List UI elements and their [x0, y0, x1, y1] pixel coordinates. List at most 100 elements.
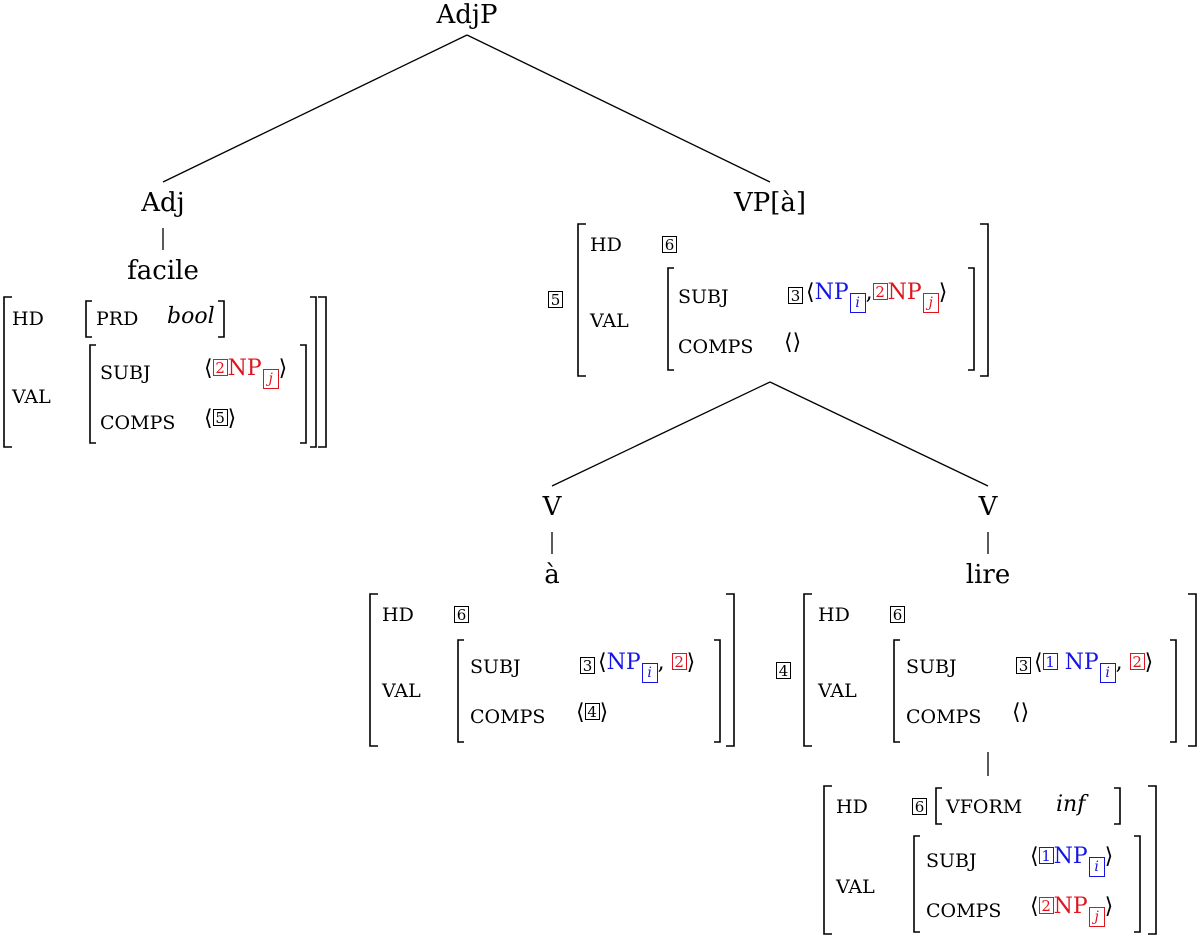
word-facile: facile — [127, 256, 199, 286]
feature-subj: SUBJ — [678, 286, 729, 308]
angle-right: ⟩ — [599, 700, 609, 725]
angle-right: ⟩ — [278, 356, 288, 381]
np-label: NP — [1053, 894, 1088, 919]
tag-2: 2 — [1129, 653, 1145, 671]
tag-2: 2 — [1038, 897, 1054, 915]
tag-4: 4 — [776, 662, 791, 680]
tag-2: 2 — [212, 359, 228, 377]
branch-vp-v1 — [551, 381, 771, 487]
np-label: NP — [814, 280, 849, 305]
tag-6: 6 — [890, 606, 905, 624]
angle-left: ⟨ — [1030, 844, 1039, 869]
tag-2: 2 — [872, 283, 888, 301]
avm-lire-sub-brackets — [823, 785, 1157, 935]
tag-6: 6 — [662, 236, 677, 254]
angle-right: ⟩ — [227, 406, 237, 431]
angle-left: ⟨ — [784, 330, 793, 355]
comps-list: ⟨⟩ — [1012, 700, 1029, 726]
feature-subj: SUBJ — [906, 656, 957, 678]
feature-comps: COMPS — [926, 900, 1002, 922]
index-i: i — [1099, 663, 1116, 683]
value-inf: inf — [1056, 792, 1086, 817]
feature-comps: COMPS — [906, 706, 982, 728]
node-v-a: V — [542, 492, 562, 522]
feature-vform: VFORM — [946, 796, 1023, 818]
feature-comps: COMPS — [470, 706, 546, 728]
tag-5: 5 — [212, 409, 228, 427]
angle-left: ⟨ — [1012, 700, 1021, 725]
node-vp: VP[à] — [733, 188, 807, 218]
feature-prd: PRD — [96, 308, 139, 330]
angle-left: ⟨ — [1034, 650, 1043, 675]
feature-val: VAL — [590, 310, 629, 332]
comps-list: ⟨4⟩ — [576, 700, 608, 726]
feature-hd: HD — [590, 234, 622, 256]
avm-lire-brackets — [803, 593, 1197, 747]
node-v-lire: V — [978, 492, 998, 522]
index-i: i — [1088, 857, 1105, 877]
comps-list: ⟨5⟩ — [204, 406, 236, 432]
angle-right: ⟩ — [686, 650, 696, 675]
tag-4: 4 — [584, 703, 600, 721]
index-j: j — [922, 293, 939, 313]
index-i: i — [849, 293, 866, 313]
feature-subj: SUBJ — [100, 362, 151, 384]
feature-val: VAL — [382, 680, 421, 702]
feature-subj: SUBJ — [470, 656, 521, 678]
feature-val: VAL — [12, 386, 51, 408]
tag-6: 6 — [912, 798, 927, 816]
comma: , — [657, 650, 665, 675]
angle-right: ⟩ — [938, 280, 948, 305]
tag-1: 1 — [1038, 847, 1054, 865]
tag-3: 3 — [1016, 657, 1031, 675]
angle-left: ⟨ — [204, 356, 213, 381]
index-j: j — [262, 369, 279, 389]
tag-1: 1 — [1042, 653, 1058, 671]
value-bool: bool — [167, 304, 215, 329]
index-i: i — [641, 663, 658, 683]
comma: , — [1115, 650, 1123, 675]
tag-5: 5 — [548, 291, 563, 309]
angle-right: ⟩ — [1020, 700, 1030, 725]
tag-3: 3 — [580, 657, 595, 675]
angle-left: ⟨ — [576, 700, 585, 725]
feature-subj: SUBJ — [926, 850, 977, 872]
np-label: NP — [606, 650, 641, 675]
branch-adjp-vp — [466, 34, 771, 183]
avm-a-brackets — [369, 593, 735, 747]
feature-comps: COMPS — [678, 336, 754, 358]
np-label: NP — [887, 280, 922, 305]
angle-left: ⟨ — [598, 650, 607, 675]
word-a: à — [544, 560, 560, 590]
angle-left: ⟨ — [204, 406, 213, 431]
np-label: NP — [227, 356, 262, 381]
feature-hd: HD — [12, 308, 44, 330]
angle-left: ⟨ — [1030, 894, 1039, 919]
angle-right: ⟩ — [1104, 894, 1114, 919]
angle-right: ⟩ — [1144, 650, 1154, 675]
tag-2: 2 — [671, 653, 687, 671]
np-label: NP — [1064, 650, 1099, 675]
avm-vp-brackets — [577, 223, 989, 377]
node-adjp: AdjP — [436, 0, 498, 30]
index-j: j — [1088, 907, 1105, 927]
feature-hd: HD — [382, 604, 414, 626]
avm-facile-brackets — [3, 296, 327, 448]
feature-hd: HD — [836, 796, 868, 818]
tag-6: 6 — [454, 606, 469, 624]
